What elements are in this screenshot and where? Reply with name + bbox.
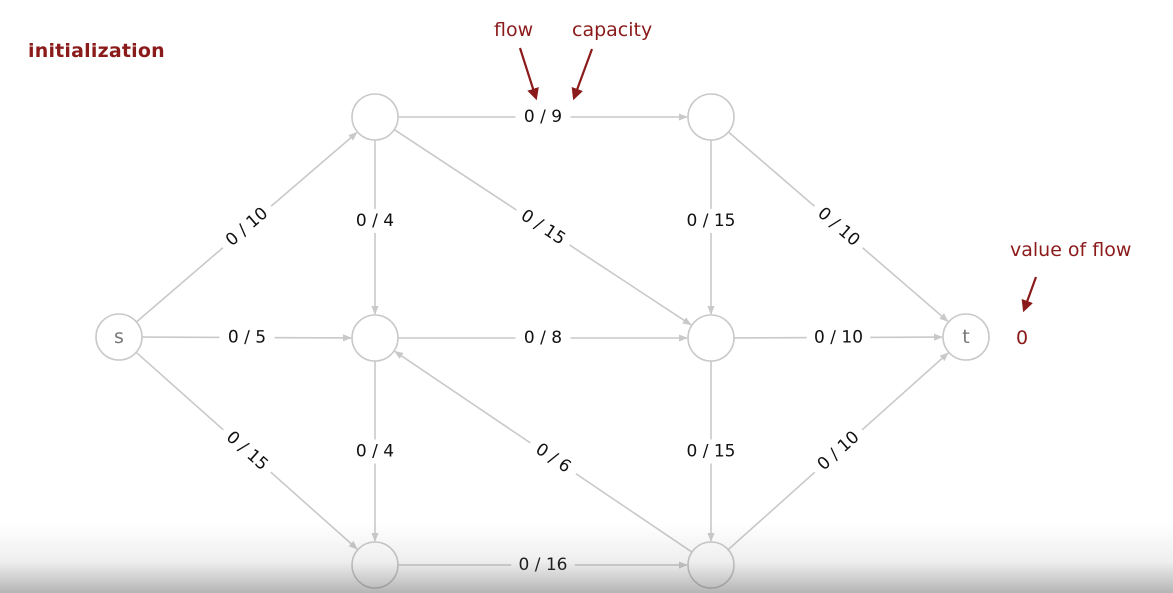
- node-b: [351, 314, 399, 362]
- edge-label-background: [509, 200, 577, 255]
- edge-label-group-f-t: 0 / 10: [806, 420, 871, 482]
- edge-label-b-e: 0 / 8: [524, 328, 562, 348]
- edge-label-group-b-c: 0 / 4: [347, 439, 403, 464]
- edge-label-background: [806, 420, 871, 482]
- edge-label-s-b: 0 / 5: [228, 327, 266, 347]
- edge-label-group-s-b: 0 / 5: [219, 325, 275, 350]
- edge-label-group-c-f: 0 / 16: [511, 553, 575, 577]
- flow-value: 0: [1016, 327, 1028, 349]
- edge-label-group-e-f: 0 / 15: [679, 439, 743, 464]
- edge-label-background: [215, 420, 279, 482]
- edge-label-background: [215, 197, 279, 257]
- edge-label-a-d: 0 / 9: [524, 107, 562, 127]
- edge-label-group-s-a: 0 / 10: [215, 197, 279, 257]
- edge-label-a-e: 0 / 15: [517, 206, 569, 250]
- edge-label-background: [523, 432, 583, 484]
- node-e: [687, 314, 735, 362]
- edge-label-e-f: 0 / 15: [687, 442, 736, 462]
- section-title: initialization: [28, 40, 165, 62]
- edge-label-background: [219, 325, 275, 350]
- edge-label-background: [515, 326, 571, 350]
- edge-label-background: [806, 197, 871, 257]
- node-label-s: s: [114, 326, 124, 348]
- flow-annotation: flow: [494, 19, 539, 101]
- edge-labels-layer: 0 / 10 0 / 5 0 / 15 0 / 9 0 / 4 0 / 15 0 / 8 0 …: [215, 105, 871, 577]
- edge-label-group-b-e: 0 / 8: [515, 326, 571, 350]
- edge-label-group-e-t: 0 / 10: [806, 325, 871, 350]
- value-of-flow-arrow: [1021, 276, 1038, 313]
- edge-label-group-f-b: 0 / 6: [523, 432, 583, 484]
- edge-label-background: [515, 105, 571, 129]
- node-f: [687, 541, 735, 589]
- edge-label-a-b: 0 / 4: [356, 211, 394, 231]
- node-a: [351, 93, 399, 141]
- node-d: [687, 93, 735, 141]
- edge-label-group-a-d: 0 / 9: [515, 105, 571, 129]
- edge-label-background: [806, 325, 871, 350]
- edge-label-group-d-t: 0 / 10: [806, 197, 871, 257]
- edge-label-d-e: 0 / 15: [687, 211, 736, 231]
- edge-label-group-a-e: 0 / 15: [509, 200, 577, 255]
- node-t: [942, 313, 990, 361]
- value-of-flow-label: value of flow: [1010, 239, 1131, 261]
- flow-annotation-arrow: [518, 47, 539, 101]
- edge-label-group-s-c: 0 / 15: [215, 420, 279, 482]
- capacity-annotation-arrow: [571, 48, 594, 101]
- value-of-flow-annotation: value of flow 0: [1010, 239, 1131, 349]
- edge-label-group-a-b: 0 / 4: [347, 208, 403, 233]
- edge-label-background: [679, 208, 743, 233]
- edge-label-background: [347, 208, 403, 233]
- edge-label-b-c: 0 / 4: [356, 442, 394, 462]
- node-c: [351, 541, 399, 589]
- edge-label-background: [679, 439, 743, 464]
- flow-annotation-label: flow: [494, 19, 533, 41]
- edge-label-background: [347, 439, 403, 464]
- edge-label-e-t: 0 / 10: [814, 327, 863, 347]
- edge-label-c-f: 0 / 16: [519, 555, 568, 575]
- node-label-t: t: [962, 326, 969, 348]
- capacity-annotation: capacity: [571, 19, 652, 101]
- edge-label-group-d-e: 0 / 15: [679, 208, 743, 233]
- node-s: [95, 313, 143, 361]
- capacity-annotation-label: capacity: [572, 19, 652, 41]
- edge-label-background: [511, 553, 575, 577]
